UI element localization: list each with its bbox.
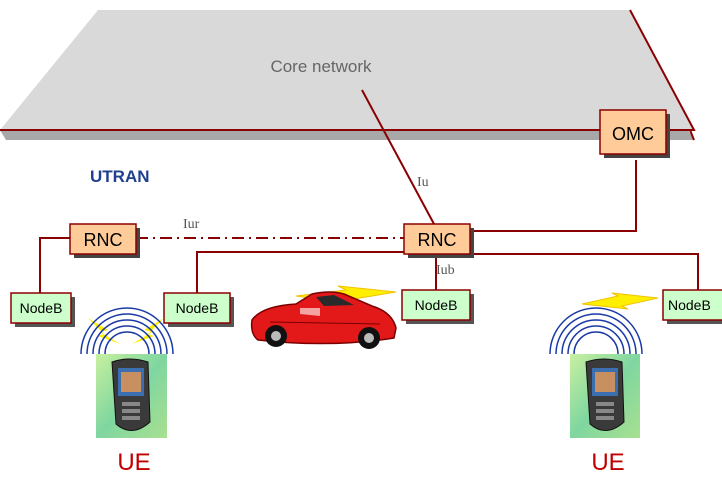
mobile-phone-icon: [585, 358, 625, 431]
iu-label: Iu: [417, 175, 429, 190]
iu-link: [361, 89, 435, 225]
omc-node: OMC: [599, 109, 670, 158]
nodeb-2: NodeB: [163, 292, 234, 327]
ue-left-label: UE: [117, 449, 150, 476]
utran-label: UTRAN: [90, 167, 150, 186]
iur-label: Iur: [183, 217, 200, 232]
iub-label: Iub: [436, 263, 455, 278]
ue-phone-right: [549, 307, 643, 438]
omc-rnc-link: [472, 160, 637, 232]
core-network-label: Core network: [270, 57, 372, 76]
ue-phone-left: [80, 307, 174, 438]
nodeb-1: NodeB: [10, 292, 75, 327]
links: [39, 89, 699, 293]
car-icon: [250, 291, 397, 349]
nodeb-3-label: NodeB: [415, 297, 458, 313]
core-network-platform: Core network: [0, 9, 696, 141]
ue-right-label: UE: [591, 449, 624, 476]
nodeb-3: NodeB: [401, 289, 474, 324]
radio-signal-bolt-left: [88, 318, 164, 344]
signal-waves-icon: [549, 307, 643, 355]
nodeb-4-label: NodeB: [668, 297, 711, 313]
signal-waves-icon: [80, 307, 174, 355]
rnc-node-center: RNC: [403, 223, 474, 258]
nodeb-1-label: NodeB: [20, 300, 63, 316]
rnc-nodeb2-link: [196, 251, 404, 293]
rnc-center-label: RNC: [418, 230, 457, 250]
rnc-nodeb4-link: [472, 253, 699, 290]
radio-signal-bolt-right: [581, 292, 659, 310]
omc-label: OMC: [612, 124, 654, 144]
rnc-node-left: RNC: [69, 223, 140, 258]
rnc-nodeb1-link: [39, 237, 70, 293]
mobile-phone-icon: [111, 358, 151, 431]
nodeb-4: NodeB: [662, 289, 722, 324]
rnc-left-label: RNC: [84, 230, 123, 250]
nodeb-2-label: NodeB: [176, 300, 219, 316]
